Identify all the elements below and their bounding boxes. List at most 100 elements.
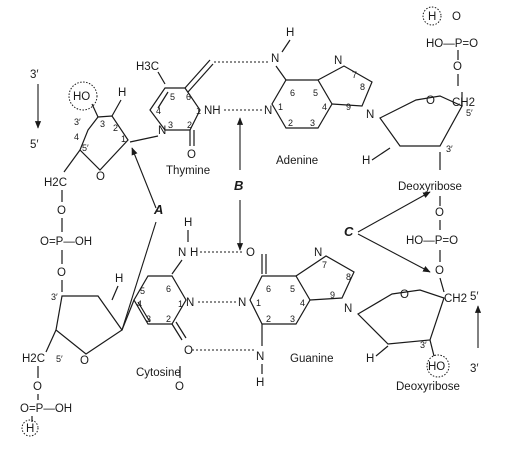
right-strand-direction: 5′ 3′ (470, 291, 482, 375)
right-bottom-ch2-label: CH2 (444, 293, 467, 305)
svg-text:3′: 3′ (51, 292, 58, 302)
guanine-n1-label: N (238, 297, 246, 309)
right-phosphate-label: HO—P=O (406, 235, 458, 247)
svg-text:O: O (57, 205, 66, 217)
guanine-amine-n: N (256, 351, 264, 363)
adenine-base: H N N 7 8 9 N 6 5 1 4 2 3 N Adenine (264, 27, 374, 167)
thymine-oxygen: O (187, 149, 196, 161)
right-phosphate: HO—P=O O (406, 220, 458, 293)
left-top-ho-label: HO (73, 91, 90, 103)
svg-text:H: H (190, 247, 198, 259)
left-bottom-h2c-label: H2C (22, 353, 45, 365)
svg-text:5: 5 (170, 92, 175, 102)
left-strand-direction: 3′ 5′ (30, 69, 42, 151)
svg-text:3: 3 (290, 314, 295, 324)
cytosine-n1-label: N (186, 297, 194, 309)
right-top-h-highlight (422, 6, 442, 26)
svg-text:O: O (435, 265, 444, 277)
left-bottom-h-label: H (115, 273, 123, 285)
svg-text:1: 1 (121, 134, 126, 144)
cytosine-label: Cytosine (136, 367, 181, 379)
svg-text:4: 4 (137, 299, 142, 309)
callout-b: B (234, 117, 243, 251)
right-top-deoxyribose: O H 3′ 5′ CH2 O HO—P=O H O Deoxyribose O (362, 6, 478, 219)
svg-text:5: 5 (313, 88, 318, 98)
right-strand-5prime-label: 5′ (470, 291, 479, 303)
left-phosphate: O=P—OH O (40, 218, 92, 292)
thymine-h3c-label: H3C (136, 61, 159, 73)
right-bottom-h-label: H (366, 353, 374, 365)
left-bottom-ring-oxygen: O (80, 355, 89, 367)
thymine-label: Thymine (166, 165, 210, 177)
svg-text:6: 6 (166, 284, 171, 294)
hydrogen-bonds (192, 61, 270, 351)
thymine-nh-label: NH (204, 105, 221, 117)
svg-text:3′: 3′ (74, 117, 81, 127)
left-bottom-deoxyribose: 3′ H O H2C 5′ O O=P—OH H (20, 273, 123, 437)
cytosine-amine-nh: N (178, 247, 186, 259)
right-bottom-deoxyribose: O CH2 H 3′ HO Deoxyribose (357, 289, 467, 393)
svg-text:N: N (334, 55, 342, 67)
left-phosphate-label: O=P—OH (40, 236, 92, 248)
left-bottom-phosphate-label: O=P—OH (20, 403, 72, 415)
right-bottom-ring-oxygen: O (400, 289, 409, 301)
svg-text:4: 4 (322, 102, 327, 112)
adenine-n1-label: N (264, 105, 272, 117)
svg-text:8: 8 (346, 272, 351, 282)
left-strand-3prime-label: 3′ (30, 69, 39, 81)
svg-text:2: 2 (266, 314, 271, 324)
thymine-n-label: N (158, 125, 166, 137)
svg-text:2: 2 (166, 314, 171, 324)
svg-text:3′: 3′ (446, 144, 453, 154)
cytosine-oxygen: O (184, 345, 193, 357)
svg-text:5: 5 (140, 286, 145, 296)
callout-b-label: B (234, 178, 243, 193)
right-top-ring-oxygen: O (426, 95, 435, 107)
thymine-base: H3C 5 6 4 1 3 2 NH N O Thymine (129, 59, 221, 177)
svg-text:H: H (26, 423, 34, 435)
adenine-amine-n: N (271, 53, 279, 65)
svg-text:8: 8 (360, 82, 365, 92)
svg-text:5′: 5′ (82, 143, 89, 153)
svg-text:4: 4 (156, 106, 161, 116)
svg-text:5′: 5′ (56, 354, 63, 364)
svg-text:9: 9 (330, 290, 335, 300)
svg-text:2: 2 (187, 120, 192, 130)
svg-text:7: 7 (322, 260, 327, 270)
svg-text:1: 1 (256, 298, 261, 308)
svg-text:H: H (428, 11, 436, 23)
svg-text:N: N (314, 247, 322, 259)
svg-text:O: O (175, 381, 184, 393)
callout-a-label: A (153, 202, 163, 217)
svg-text:6: 6 (186, 92, 191, 102)
guanine-base: O N 7 8 9 N 6 5 1 4 2 3 N N H Guanine (238, 247, 355, 389)
cytosine-amine-h: H (184, 217, 192, 229)
callout-c: C (344, 191, 431, 273)
left-top-h-label: H (118, 87, 126, 99)
left-top-ring-oxygen: O (96, 171, 105, 183)
adenine-label: Adenine (276, 155, 318, 167)
adenine-n9-label: N (366, 109, 374, 121)
svg-text:O: O (452, 11, 461, 23)
adenine-amine-h: H (286, 27, 294, 39)
callout-c-label: C (344, 224, 354, 239)
svg-text:3: 3 (310, 118, 315, 128)
svg-text:7: 7 (352, 70, 357, 80)
left-strand-5prime-label: 5′ (30, 139, 39, 151)
svg-text:1: 1 (196, 106, 201, 116)
guanine-label: Guanine (290, 353, 333, 365)
svg-text:3: 3 (168, 120, 173, 130)
svg-text:6: 6 (266, 284, 271, 294)
right-strand-3prime-label: 3′ (470, 363, 479, 375)
left-top-3prime-oh-highlight (68, 81, 98, 111)
svg-text:O: O (57, 267, 66, 279)
right-bottom-ho-label: HO (428, 361, 445, 373)
cytosine-base: H N H 5 6 4 1 3 2 N O Cytosine O (121, 217, 198, 393)
svg-text:4: 4 (74, 132, 79, 142)
callout-a: A (121, 147, 163, 331)
svg-text:O: O (33, 381, 42, 393)
right-top-deoxyribose-label: Deoxyribose (398, 181, 462, 193)
svg-text:O: O (435, 207, 444, 219)
left-top-h2c-label: H2C (44, 177, 67, 189)
